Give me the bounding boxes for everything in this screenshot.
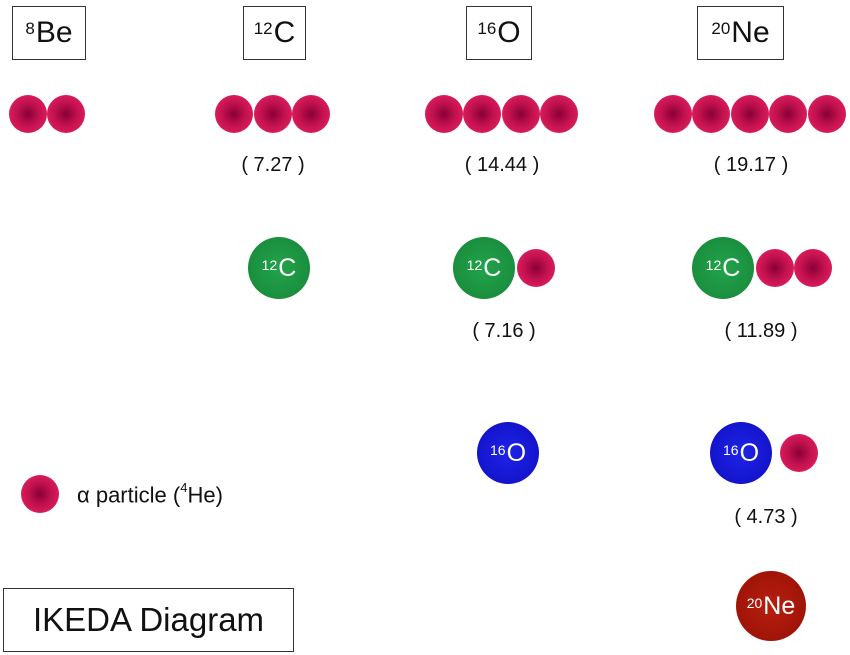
alpha-particle-o16-config [517,249,555,287]
c12-core-ne20-config-symbol: C [722,253,741,282]
alpha-particle-c12-3 [292,95,330,133]
ne20-nucleus-mass: 20 [746,595,763,611]
c12-core-ne20-config-mass: 12 [705,257,722,273]
legend-suffix: ) [215,482,223,508]
ne20-nucleus-symbol: Ne [763,591,796,620]
o16-core-ne20-config-mass: 16 [722,442,739,458]
c12-core-o16-config-symbol: C [483,253,502,282]
threshold-energy-ne20-o16-alpha: ( 4.73 ) [734,506,798,528]
threshold-energy-o16-chain: ( 14.44 ) [464,154,540,176]
header-c12-mass: 12 [253,19,273,38]
header-be8-symbol: Be [35,16,73,49]
threshold-energy-o16-c12-alpha: ( 7.16 ) [472,320,536,342]
legend-alpha-particle-label: α particle (4He) [77,480,223,508]
alpha-particle-c12-2 [254,95,292,133]
legend-alpha-particle-icon [21,475,59,513]
alpha-particle-be8-2 [47,95,85,133]
diagram-title: IKEDA Diagram [3,588,294,652]
alpha-particle-ne20-c12-config-1 [756,249,794,287]
header-ne20-mass: 20 [711,19,731,38]
threshold-energy-ne20-chain: ( 19.17 ) [713,154,789,176]
threshold-energy-ne20-c12-2alpha: ( 11.89 ) [724,320,798,342]
header-o16-symbol: O [497,16,521,49]
alpha-particle-o16-4 [540,95,578,133]
c12-core-symbol: C [278,253,297,282]
legend-mass: 4 [180,480,188,495]
alpha-particle-c12-1 [215,95,253,133]
o16-core-mass: 16 [489,442,506,458]
legend-prefix: α particle ( [77,482,181,508]
alpha-particle-be8-1 [9,95,47,133]
threshold-energy-c12-chain: ( 7.27 ) [241,154,305,176]
alpha-particle-o16-1 [425,95,463,133]
o16-core-symbol: O [506,438,527,467]
c12-core-mass: 12 [261,257,278,273]
alpha-particle-ne20-1 [654,95,692,133]
header-ne20-symbol: Ne [731,16,770,49]
header-o16-mass: 16 [477,19,497,38]
alpha-particle-ne20-4 [769,95,807,133]
alpha-particle-ne20-5 [808,95,846,133]
legend-symbol: He [187,482,216,508]
alpha-particle-o16-3 [502,95,540,133]
header-be8-mass: 8 [25,19,35,38]
alpha-particle-ne20-c12-config-2 [794,249,832,287]
o16-core-ne20-config-symbol: O [739,438,760,467]
alpha-particle-ne20-o16-config [780,434,818,472]
alpha-particle-ne20-2 [692,95,730,133]
diagram-title-text: IKEDA Diagram [32,601,265,638]
c12-core-o16-config-mass: 12 [466,257,483,273]
alpha-particle-o16-2 [463,95,501,133]
header-c12-symbol: C [273,16,296,49]
alpha-particle-ne20-3 [731,95,769,133]
